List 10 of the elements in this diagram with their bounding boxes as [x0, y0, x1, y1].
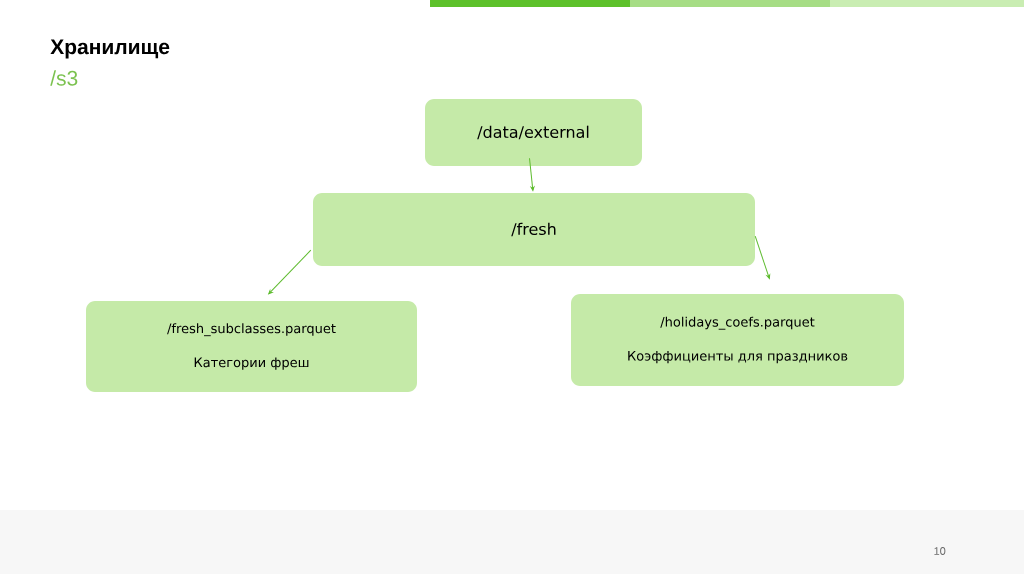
page-number: 10 — [934, 547, 946, 555]
slide-title: Хранилище — [50, 39, 170, 59]
folder-box: /data/external — [425, 99, 642, 166]
folder-box: /fresh_subclasses.parquet Категории фреш — [86, 301, 417, 392]
arrow — [268, 249, 312, 295]
arrow — [754, 235, 771, 280]
folder-box: /holidays_coefs.parquet Коэффициенты для праздников — [571, 294, 904, 386]
arrow — [529, 157, 535, 191]
subtitle: /s3 — [50, 70, 78, 86]
folder-box: /fresh — [313, 193, 755, 266]
